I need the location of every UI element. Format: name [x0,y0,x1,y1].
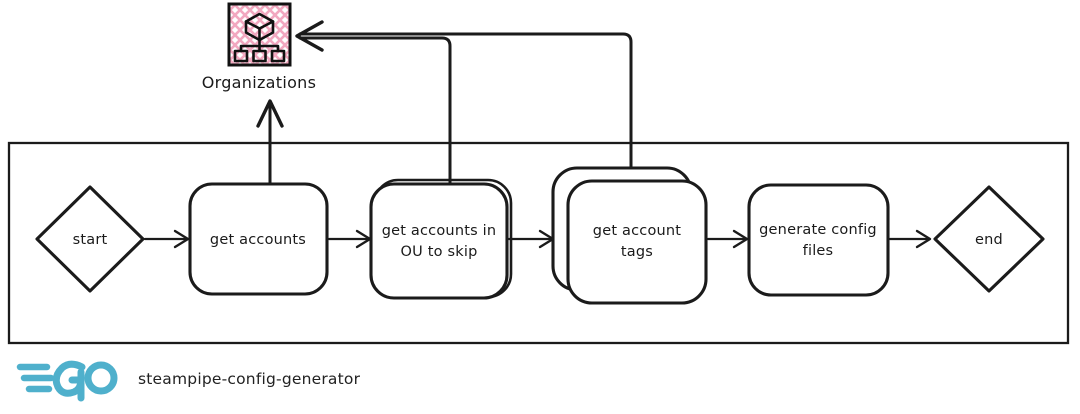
node-start[interactable]: start [35,185,145,293]
node-tags-label-line1: get account [593,223,682,239]
go-logo [16,360,118,402]
edge-start-to-get-accounts [143,229,190,249]
node-end[interactable]: end [933,185,1045,293]
edge-tags-to-generate [706,229,749,249]
edge-get-accounts-to-ou [327,229,372,249]
organizations-label: Organizations [202,73,317,92]
footer-caption: steampipe-config-generator [138,370,361,388]
node-end-label: end [975,232,1003,248]
node-generate-label-line2: files [803,243,834,259]
edge-generate-to-end [888,229,932,249]
node-get-accounts-in-ou-to-skip[interactable]: get accounts in OU to skip [369,178,513,300]
organizations-icon [227,2,292,67]
node-start-label: start [73,232,108,248]
node-ou-label-line2: OU to skip [401,244,478,260]
node-tags-label-line2: tags [621,244,653,260]
edge-ou-to-tags [507,229,555,249]
node-get-accounts[interactable]: get accounts [188,182,329,296]
node-generate-config-files[interactable]: generate config files [747,183,890,297]
node-get-accounts-label: get accounts [210,232,306,248]
edge-tags-to-organizations [298,32,633,202]
edge-ou-to-organizations [298,36,452,202]
node-ou-label-line1: get accounts in [382,223,497,239]
arrowhead-up-organizations [256,99,284,128]
node-get-account-tags[interactable]: get account tags [551,166,708,305]
arrowhead-into-organizations [295,20,324,52]
workflow-container [7,141,1070,345]
node-generate-label-line1: generate config [759,222,877,238]
